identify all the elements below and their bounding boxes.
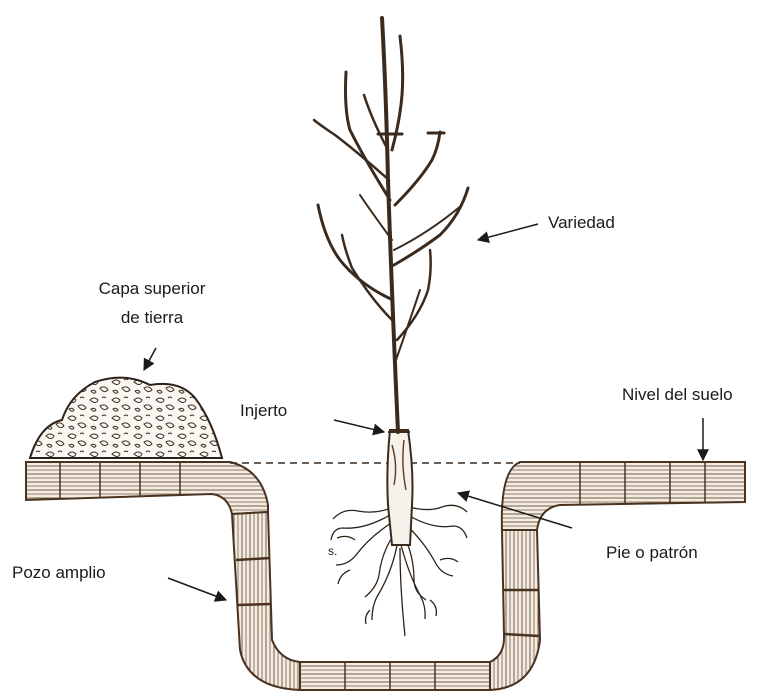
tree-variety xyxy=(314,18,468,432)
label-root-mark: s. xyxy=(328,540,337,562)
ground-soil-right xyxy=(502,462,745,530)
ground-soil-left xyxy=(26,462,268,514)
topsoil-mound xyxy=(30,378,222,458)
label-rootstock: Pie o patrón xyxy=(606,542,698,564)
label-topsoil-line1: Capa superior xyxy=(72,278,232,300)
label-ground-level: Nivel del suelo xyxy=(622,384,733,406)
topsoil-arrow xyxy=(144,348,156,370)
pit-walls xyxy=(232,512,540,690)
label-topsoil-line2: de tierra xyxy=(72,307,232,329)
label-wide-pit: Pozo amplio xyxy=(12,562,106,584)
tree-trunk xyxy=(387,430,412,545)
graft-arrow xyxy=(334,420,384,432)
label-graft: Injerto xyxy=(240,400,287,422)
wide-pit-arrow xyxy=(168,578,226,600)
label-variety: Variedad xyxy=(548,212,615,234)
variety-arrow xyxy=(478,224,538,240)
